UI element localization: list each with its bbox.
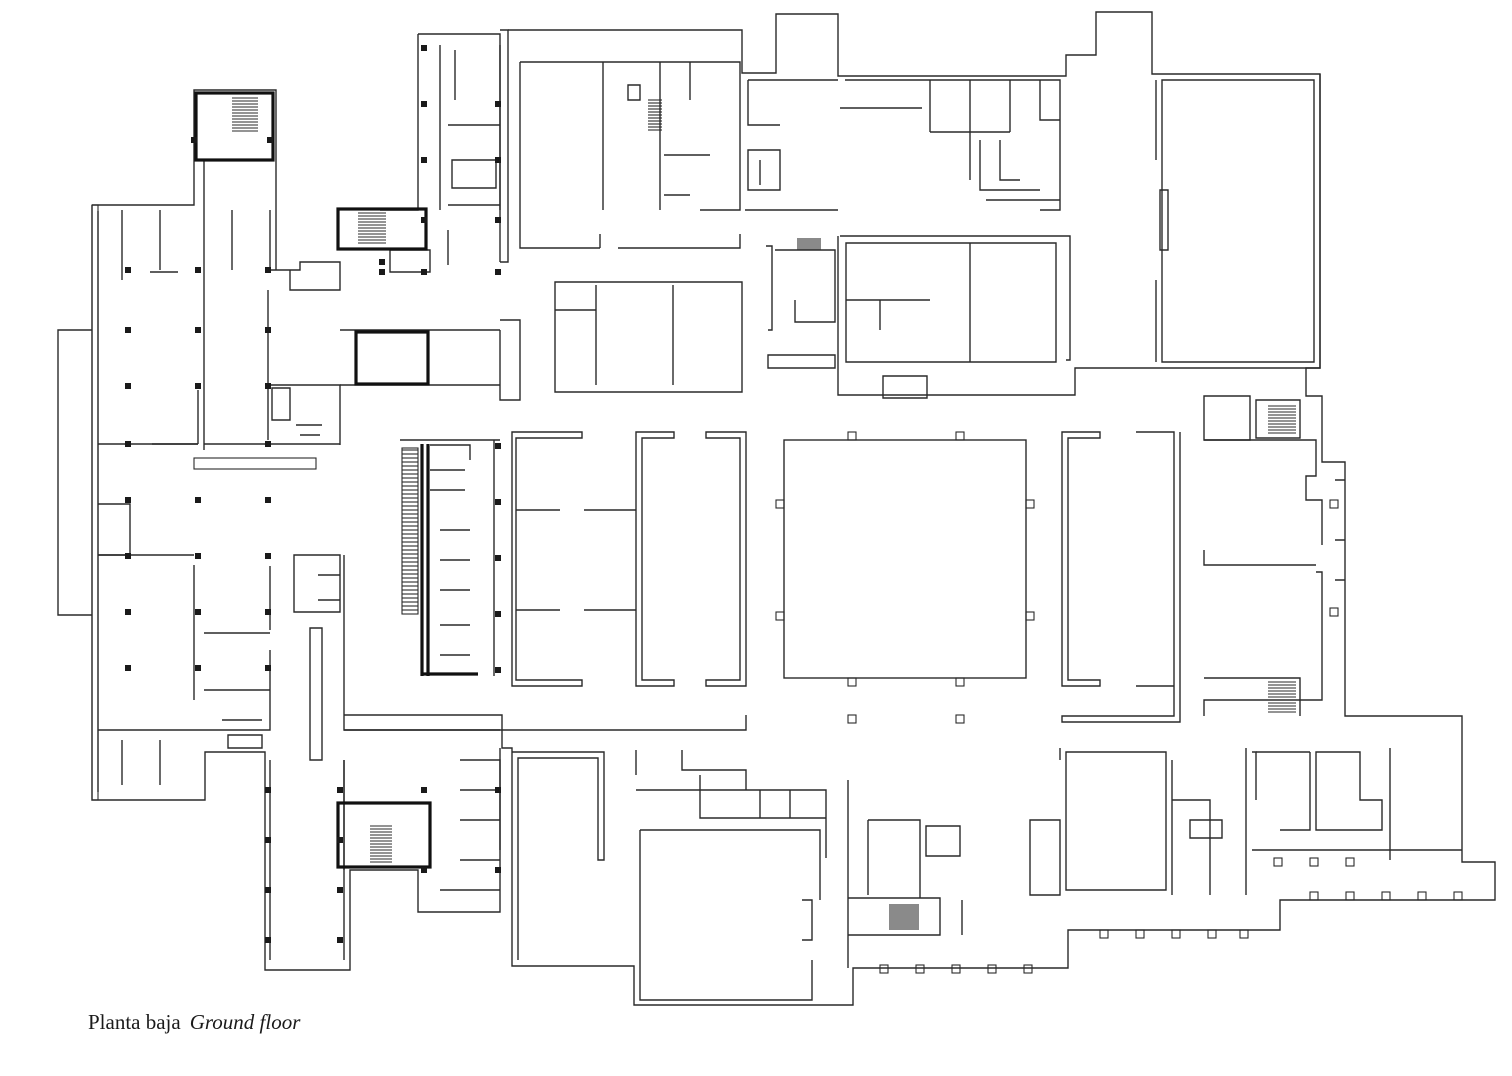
column (337, 787, 343, 793)
column (125, 441, 131, 447)
column (495, 555, 501, 561)
column (265, 267, 271, 273)
central-wing (400, 45, 501, 891)
column (195, 553, 201, 559)
lower-blocks (512, 748, 1463, 1001)
column (265, 441, 271, 447)
column (195, 383, 201, 389)
right-wing (1203, 395, 1345, 716)
column (495, 499, 501, 505)
column (421, 45, 427, 51)
column (265, 497, 271, 503)
column (125, 497, 131, 503)
column (267, 137, 273, 143)
column (195, 665, 201, 671)
column (265, 553, 271, 559)
column (337, 887, 343, 893)
stair-lower-center (889, 904, 919, 930)
upper-blocks (519, 61, 1315, 399)
column (265, 327, 271, 333)
column (125, 327, 131, 333)
column (265, 609, 271, 615)
column (337, 837, 343, 843)
stair-treads (232, 97, 1296, 930)
column (495, 611, 501, 617)
column (495, 443, 501, 449)
column (421, 867, 427, 873)
plan-caption: Planta baja Ground floor (88, 1010, 300, 1035)
column (265, 887, 271, 893)
column (265, 665, 271, 671)
column (379, 259, 385, 265)
column (265, 937, 271, 943)
column (125, 267, 131, 273)
column (191, 137, 197, 143)
column (379, 269, 385, 275)
building-outline (57, 11, 1496, 1006)
stair-east-lower (1268, 681, 1296, 713)
caption-spanish: Planta baja (88, 1010, 181, 1034)
column (495, 787, 501, 793)
stair-north (232, 97, 258, 132)
central-corridors (267, 249, 747, 960)
column (195, 497, 201, 503)
column (125, 609, 131, 615)
column (195, 327, 201, 333)
column (265, 837, 271, 843)
structural-columns (125, 45, 501, 943)
column (495, 667, 501, 673)
stair-east-upper (1268, 405, 1296, 434)
column (337, 937, 343, 943)
exhibition-halls (511, 431, 1181, 724)
left-wing (91, 160, 340, 801)
column (125, 553, 131, 559)
column (495, 269, 501, 275)
stair-south (370, 825, 392, 863)
column (265, 383, 271, 389)
column (125, 383, 131, 389)
column (195, 609, 201, 615)
column (125, 665, 131, 671)
column (495, 867, 501, 873)
column (421, 217, 427, 223)
stair-west-upper (358, 212, 386, 244)
column (495, 101, 501, 107)
column (421, 787, 427, 793)
column (421, 101, 427, 107)
column (421, 157, 427, 163)
column (495, 157, 501, 163)
column (421, 269, 427, 275)
caption-english: Ground floor (189, 1010, 301, 1034)
column (265, 787, 271, 793)
stair-cores (194, 91, 478, 869)
column (195, 267, 201, 273)
column (495, 217, 501, 223)
stair-upper-center (797, 238, 821, 250)
stair-long-flight (402, 449, 418, 611)
